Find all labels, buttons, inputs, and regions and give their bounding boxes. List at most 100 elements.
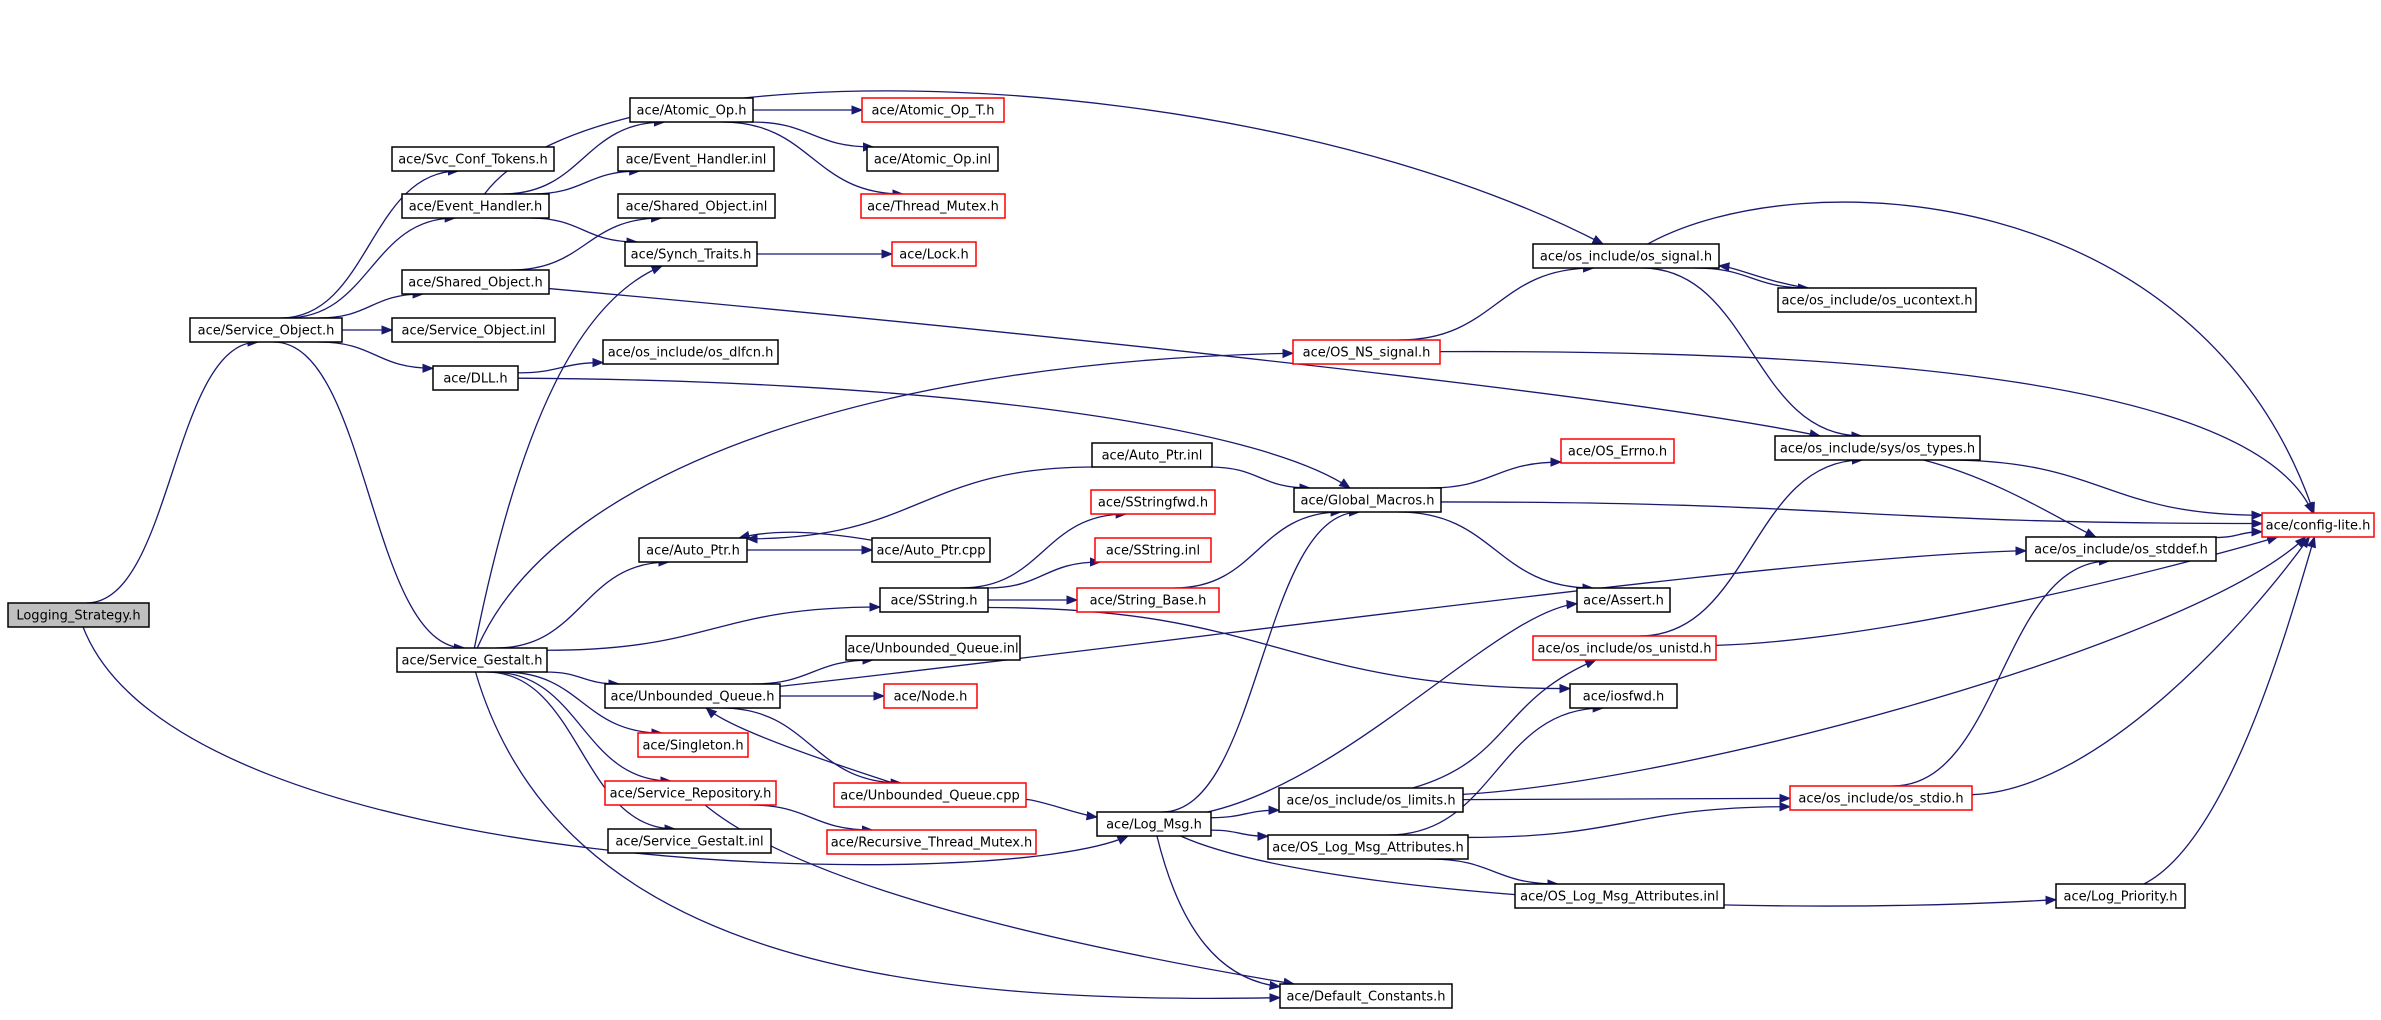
node-box	[1576, 587, 1671, 613]
edge-unbq-to-unbqcpp	[721, 707, 903, 788]
edge-sstring-to-sstringfwd	[960, 509, 1128, 589]
node-atomicop[interactable]: ace/Atomic_Op.h	[629, 97, 754, 123]
node-sstring[interactable]: ace/SString.h	[879, 587, 989, 613]
node-oslogattrinl[interactable]: ace/OS_Log_Msg_Attributes.inl	[1514, 883, 1725, 909]
node-box	[1279, 983, 1453, 1009]
edge-evhandler-to-evhandlerinl	[531, 166, 641, 195]
edge-logmsg-to-oslimits	[1210, 805, 1281, 819]
node-ostypes[interactable]: ace/os_include/sys/os_types.h	[1774, 435, 1981, 461]
node-stringbase[interactable]: ace/String_Base.h	[1076, 587, 1220, 613]
node-label: ace/os_include/os_stddef.h	[2034, 543, 2208, 558]
node-autoptr[interactable]: ace/Auto_Ptr.h	[638, 537, 748, 563]
node-atomicopinl[interactable]: ace/Atomic_Op.inl	[866, 146, 999, 172]
node-label: ace/Thread_Mutex.h	[867, 200, 999, 215]
node-svcconf[interactable]: ace/Svc_Conf_Tokens.h	[391, 146, 555, 172]
edge-osunistd-to-ostypes	[1639, 455, 1864, 637]
node-label: ace/os_include/sys/os_types.h	[1780, 442, 1975, 457]
node-recthreadmutex[interactable]: ace/Recursive_Thread_Mutex.h	[826, 829, 1037, 855]
edge-evhandler-to-ossignal	[483, 90, 1605, 245]
node-oslogattr[interactable]: ace/OS_Log_Msg_Attributes.h	[1267, 834, 1469, 860]
node-ossignal[interactable]: ace/os_include/os_signal.h	[1532, 243, 1720, 269]
edge-unbq-to-osstddef	[779, 546, 2028, 687]
node-svcgestalt[interactable]: ace/Service_Gestalt.h	[396, 647, 548, 673]
node-label: Logging_Strategy.h	[16, 609, 140, 624]
node-label: ace/Auto_Ptr.cpp	[876, 544, 985, 559]
node-lock[interactable]: ace/Lock.h	[891, 241, 977, 267]
node-dll[interactable]: ace/DLL.h	[432, 365, 519, 391]
node-box	[891, 241, 977, 267]
edge-unbqcpp-to-unbq	[705, 707, 894, 784]
node-atomicopt[interactable]: ace/Atomic_Op_T.h	[861, 97, 1005, 123]
node-box	[637, 732, 749, 758]
node-box	[1094, 537, 1212, 563]
node-label: ace/Atomic_Op.inl	[874, 153, 991, 168]
node-box	[1532, 243, 1720, 269]
node-box	[1532, 635, 1717, 661]
node-box	[1293, 487, 1442, 513]
node-logging[interactable]: Logging_Strategy.h	[7, 602, 150, 628]
node-logmsg[interactable]: ace/Log_Msg.h	[1096, 811, 1212, 837]
node-label: ace/Service_Object.inl	[402, 324, 546, 339]
node-evhandlerinl[interactable]: ace/Event_Handler.inl	[617, 146, 775, 172]
edge-svcobj-to-svcgestalt	[273, 341, 466, 653]
node-autoptrcpp[interactable]: ace/Auto_Ptr.cpp	[871, 537, 991, 563]
edge-oslimits-to-osstdio	[1462, 793, 1792, 804]
node-unbqcpp[interactable]: ace/Unbounded_Queue.cpp	[833, 782, 1027, 808]
node-label: ace/os_include/os_dlfcn.h	[608, 346, 774, 361]
edge-svcgestalt-to-svcrepo	[491, 671, 672, 786]
node-evhandler[interactable]: ace/Event_Handler.h	[401, 193, 550, 219]
edge-autoptrcpp-to-autoptr	[738, 530, 873, 541]
node-box	[871, 537, 991, 563]
node-box	[401, 193, 550, 219]
node-box	[391, 146, 555, 172]
node-label: ace/Default_Constants.h	[1286, 990, 1445, 1005]
edge-unbqcpp-to-logmsg	[1025, 798, 1099, 821]
node-osucontext[interactable]: ace/os_include/os_ucontext.h	[1777, 287, 1977, 313]
node-osunistd[interactable]: ace/os_include/os_unistd.h	[1532, 635, 1717, 661]
node-node[interactable]: ace/Node.h	[883, 683, 978, 709]
node-label: ace/Lock.h	[899, 248, 969, 263]
node-osnssignal[interactable]: ace/OS_NS_signal.h	[1292, 339, 1441, 365]
node-sstringfwd[interactable]: ace/SStringfwd.h	[1090, 489, 1216, 515]
node-svcgestaltinl[interactable]: ace/Service_Gestalt.inl	[607, 828, 772, 854]
node-label: ace/Service_Gestalt.h	[401, 654, 542, 669]
node-oserrno[interactable]: ace/OS_Errno.h	[1560, 438, 1675, 464]
node-singleton[interactable]: ace/Singleton.h	[637, 732, 749, 758]
node-box	[826, 829, 1037, 855]
node-box	[617, 193, 776, 219]
node-sstringinl[interactable]: ace/SString.inl	[1094, 537, 1212, 563]
node-globalmacros[interactable]: ace/Global_Macros.h	[1293, 487, 1442, 513]
node-label: ace/Svc_Conf_Tokens.h	[398, 153, 548, 168]
node-svcrepo[interactable]: ace/Service_Repository.h	[604, 780, 777, 806]
node-defconst[interactable]: ace/Default_Constants.h	[1279, 983, 1453, 1009]
node-osstdio[interactable]: ace/os_include/os_stdio.h	[1789, 785, 1973, 811]
node-box	[2025, 536, 2217, 562]
node-autoptrinl[interactable]: ace/Auto_Ptr.inl	[1091, 442, 1213, 468]
node-label: ace/Shared_Object.h	[408, 276, 542, 291]
node-label: ace/OS_Errno.h	[1568, 445, 1667, 460]
edge-osnssignal-to-configlite	[1439, 350, 2314, 515]
node-dlfcn[interactable]: ace/os_include/os_dlfcn.h	[602, 339, 779, 365]
edge-globalmacros-to-oserrno	[1428, 457, 1563, 489]
node-box	[1267, 834, 1469, 860]
edge-ossignal-to-ostypes	[1641, 267, 1863, 441]
node-svcobjinl[interactable]: ace/Service_Object.inl	[391, 317, 556, 343]
node-logpriority[interactable]: ace/Log_Priority.h	[2055, 883, 2186, 909]
node-sharedobjinl[interactable]: ace/Shared_Object.inl	[617, 193, 776, 219]
node-iosfwd[interactable]: ace/iosfwd.h	[1569, 683, 1678, 709]
node-configlite[interactable]: ace/config-lite.h	[2261, 512, 2375, 538]
edge-svcobj-to-dll	[318, 341, 435, 373]
node-threadmutex[interactable]: ace/Thread_Mutex.h	[860, 193, 1006, 219]
edge-evhandler-to-synchtraits	[529, 217, 639, 247]
node-assert[interactable]: ace/Assert.h	[1576, 587, 1671, 613]
node-unbq[interactable]: ace/Unbounded_Queue.h	[604, 683, 781, 709]
node-box	[866, 146, 999, 172]
node-oslimits[interactable]: ace/os_include/os_limits.h	[1278, 787, 1464, 813]
node-label: ace/os_include/os_signal.h	[1540, 250, 1712, 265]
edge-oslimits-to-osunistd	[1412, 659, 1597, 789]
node-osstddef[interactable]: ace/os_include/os_stddef.h	[2025, 536, 2217, 562]
node-sharedobj[interactable]: ace/Shared_Object.h	[401, 269, 550, 295]
node-unbqinl[interactable]: ace/Unbounded_Queue.inl	[845, 635, 1021, 661]
node-svcobj[interactable]: ace/Service_Object.h	[189, 317, 343, 343]
node-synchtraits[interactable]: ace/Synch_Traits.h	[624, 241, 758, 267]
